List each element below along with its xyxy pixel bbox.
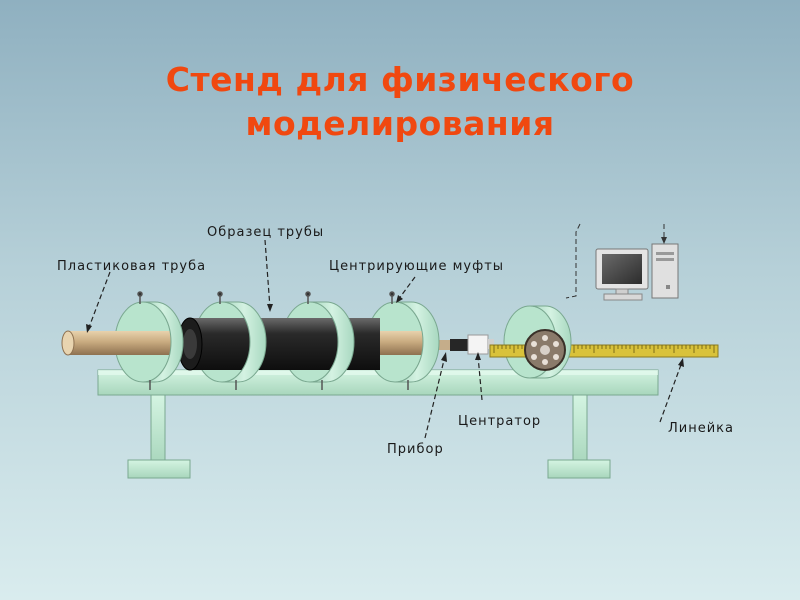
arrow-icon [661, 237, 667, 244]
label-plastic-pipe: Пластиковая труба [57, 259, 206, 274]
title-line-1: Стенд для физического [165, 60, 635, 99]
ring-bolts [137, 291, 409, 390]
label-centering-couplings: Центрирующие муфты [329, 259, 504, 274]
label-pipe-sample: Образец трубы [207, 225, 324, 240]
measuring-wheel-icon [524, 329, 566, 371]
signal-cable [565, 223, 581, 299]
desktop-computer-icon [595, 243, 679, 301]
label-device: Прибор [387, 442, 444, 457]
bench-frame [97, 369, 659, 479]
leader-arrowheads [86, 295, 684, 367]
label-centrator: Центратор [458, 414, 541, 429]
page-title: Стенд для физического моделирования [0, 58, 800, 146]
label-ruler: Линейка [668, 421, 734, 436]
title-line-2: моделирования [245, 104, 555, 143]
leader-lines [87, 239, 683, 439]
